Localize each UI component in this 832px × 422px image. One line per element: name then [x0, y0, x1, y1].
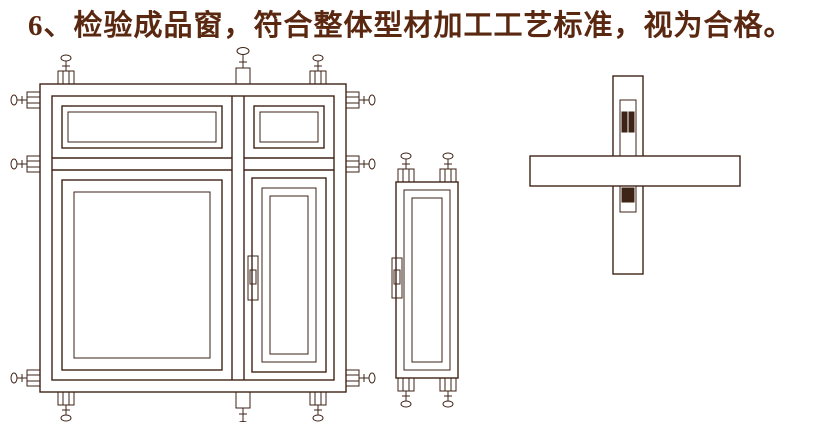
joint-connector-lower — [619, 185, 637, 213]
clamp-fastener-icon — [10, 369, 41, 387]
clamp-fastener-icon — [57, 391, 75, 422]
sash-glazing — [411, 197, 443, 363]
window-front-view-figure — [10, 47, 376, 422]
pane-top-right — [253, 105, 325, 149]
clamp-fastener-icon — [345, 155, 376, 173]
clamp-fastener-icon — [309, 54, 327, 85]
sash-outer-frame — [395, 181, 459, 379]
clamp-fastener-icon — [10, 155, 41, 173]
sash-handle — [247, 255, 259, 301]
fastener-block-icon — [621, 187, 635, 203]
clamp-fastener-icon — [397, 152, 415, 183]
clamp-fastener-icon — [439, 152, 457, 183]
pane-bottom-right-sash — [247, 177, 327, 373]
horizontal-profile-bar — [529, 155, 741, 187]
window-outer-frame — [39, 83, 347, 393]
window-mullion — [231, 96, 245, 380]
clamp-fastener-icon — [345, 369, 376, 387]
fastener-block-icon — [621, 111, 628, 133]
fastener-block-icon — [628, 111, 635, 133]
sash-handle — [391, 257, 403, 299]
sash-clamps — [397, 152, 457, 408]
sash-mid-frame — [403, 189, 451, 371]
pane-top-left — [61, 105, 223, 149]
window-transom — [52, 157, 334, 171]
clamp-fastener-icon — [439, 377, 457, 408]
sash-profile-figure — [391, 152, 459, 408]
mullion-cross-joint-figure — [529, 75, 741, 275]
clamp-fastener-icon — [309, 391, 327, 422]
clamp-fastener-icon — [235, 47, 251, 85]
clamp-fastener-icon — [345, 91, 376, 109]
clamp-fastener-icon — [57, 54, 75, 85]
frame-clamps — [10, 47, 376, 422]
window-inner-frame — [51, 95, 335, 381]
joint-connector-upper — [619, 99, 637, 157]
page-title: 6、检验成品窗，符合整体型材加工工艺标准，视为合格。 — [28, 10, 794, 42]
clamp-fastener-icon — [235, 391, 251, 422]
pane-bottom-left — [61, 179, 223, 371]
clamp-fastener-icon — [397, 377, 415, 408]
clamp-fastener-icon — [10, 91, 41, 109]
